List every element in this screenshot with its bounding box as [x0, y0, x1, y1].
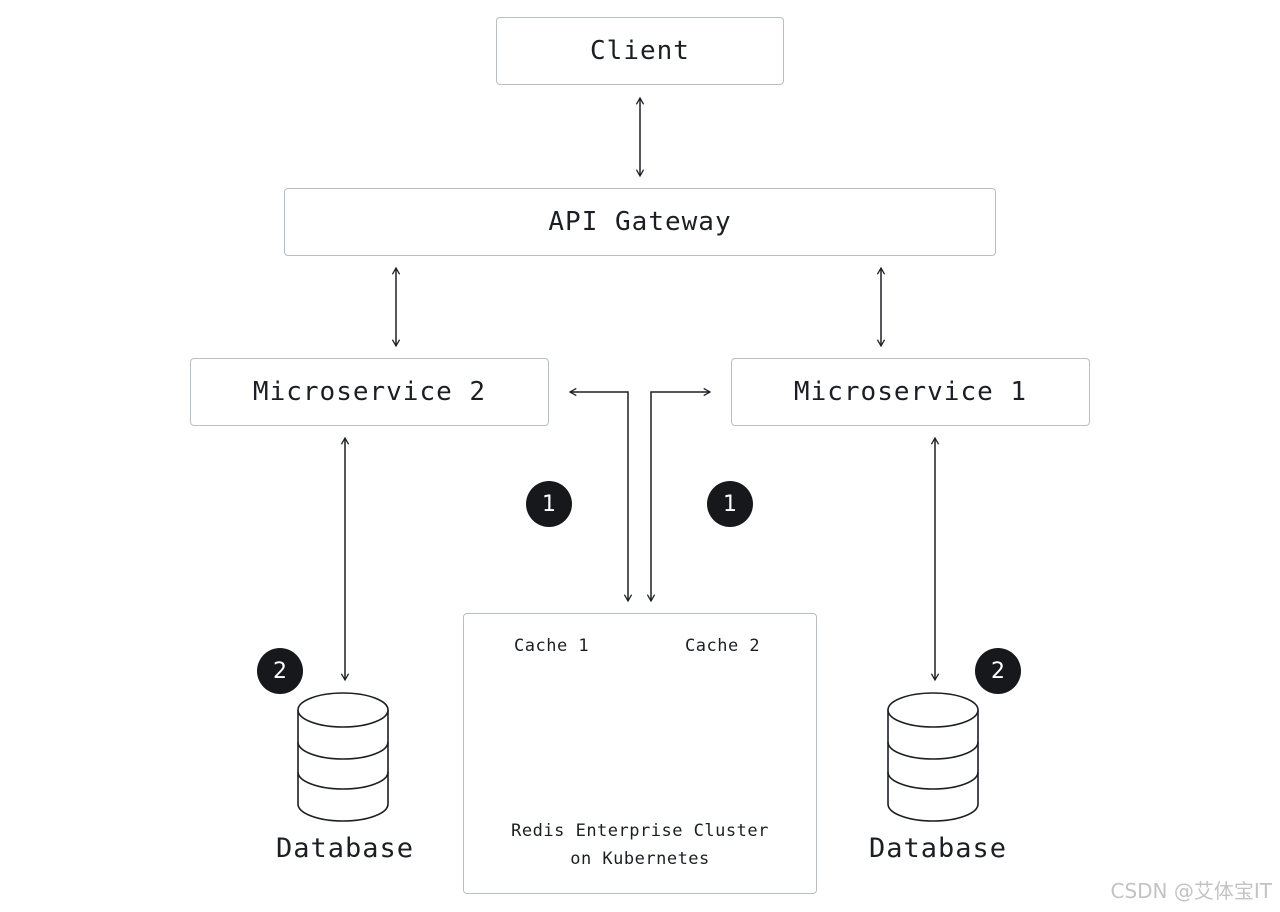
arrow-microservice-1-cache	[646, 387, 712, 603]
redis-cluster-container	[463, 613, 817, 894]
microservice-2-node: Microservice 2	[190, 358, 549, 426]
database-left-label: Database	[276, 833, 415, 864]
arrow-microservice-2-cache	[568, 387, 633, 603]
cache-1-label: Cache 1	[514, 636, 590, 656]
client-node: Client	[496, 17, 784, 85]
cluster-caption-line-1: Redis Enterprise Cluster	[511, 821, 769, 841]
microservice-1-node: Microservice 1	[731, 358, 1090, 426]
cluster-caption-line-2: on Kubernetes	[570, 849, 710, 869]
step-2-badge: 2	[257, 648, 303, 694]
database-cylinder-icon	[297, 692, 389, 822]
step-2-badge: 2	[975, 648, 1021, 694]
api-gateway-node: API Gateway	[284, 188, 996, 256]
database-cylinder-icon	[887, 692, 979, 822]
cache-2-label: Cache 2	[685, 636, 761, 656]
database-right-label: Database	[869, 833, 1008, 864]
step-1-badge: 1	[707, 481, 753, 527]
step-1-badge: 1	[526, 481, 572, 527]
watermark-text: CSDN @艾体宝IT	[1110, 879, 1273, 903]
